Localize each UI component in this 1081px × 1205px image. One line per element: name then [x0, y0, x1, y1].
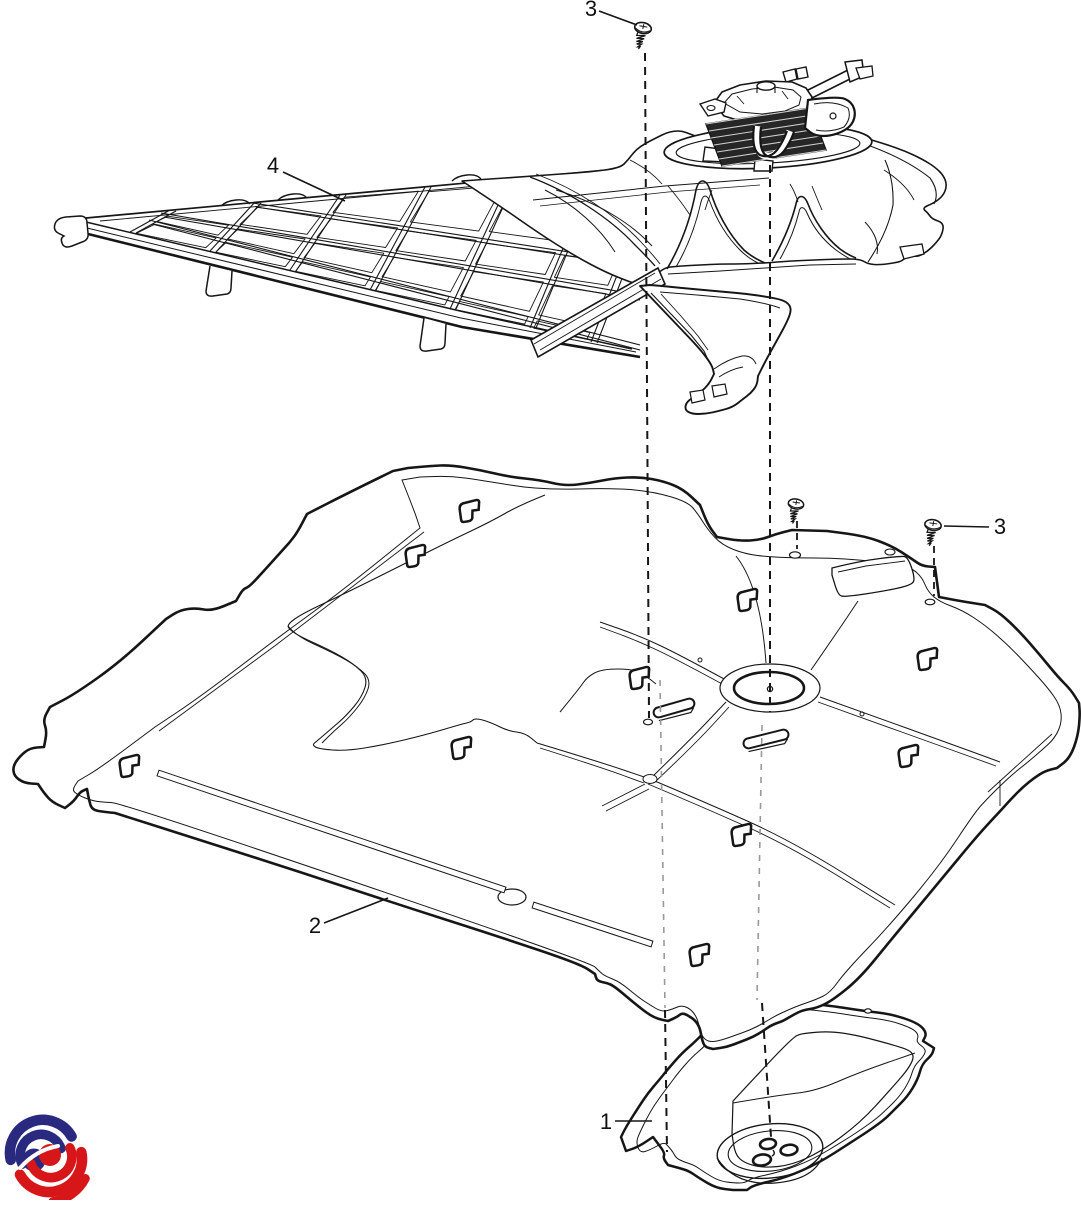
svg-text:3: 3	[585, 0, 597, 21]
svg-text:4: 4	[267, 153, 279, 178]
svg-text:3: 3	[994, 514, 1006, 539]
svg-text:1: 1	[600, 1109, 612, 1134]
svg-text:2: 2	[309, 913, 321, 938]
